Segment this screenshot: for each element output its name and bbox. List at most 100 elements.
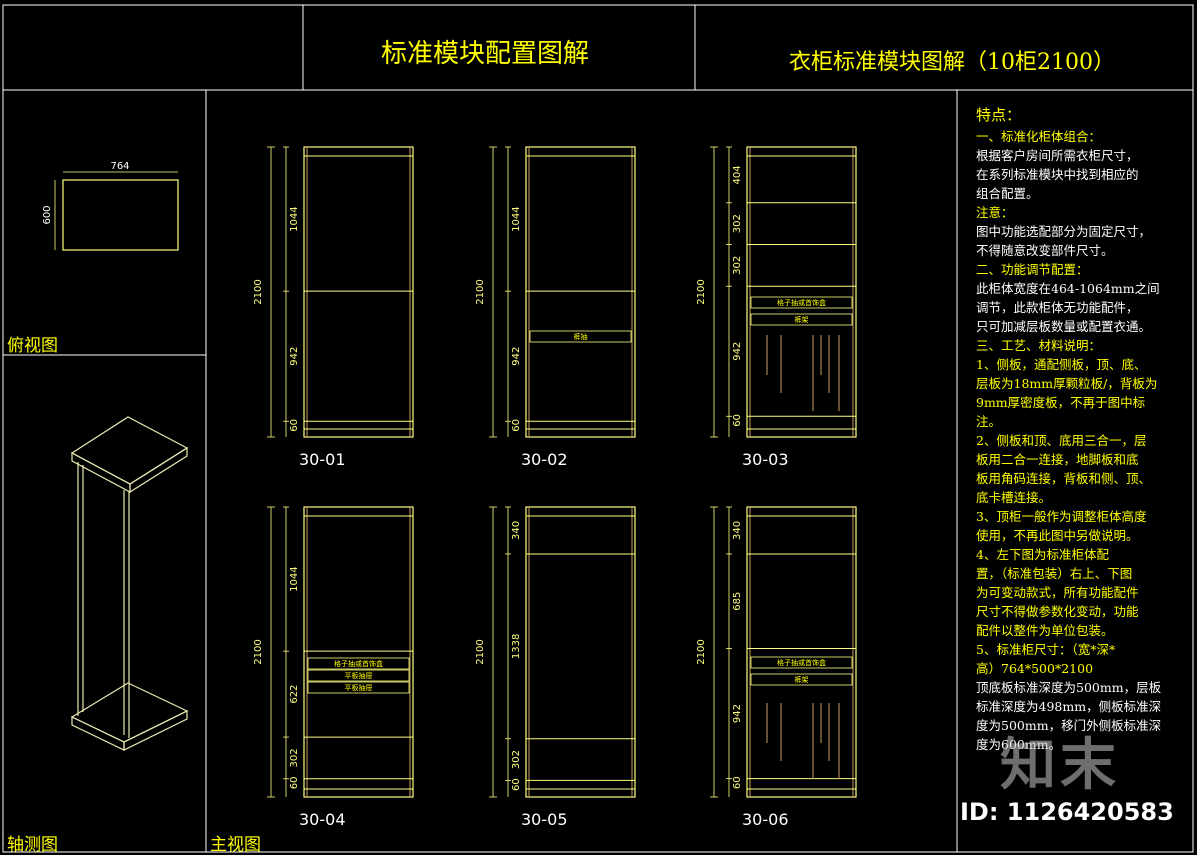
cabinet-30-04-accessory: [307, 681, 410, 694]
cabinet-30-06-accessory-label: 裤架: [795, 675, 809, 684]
note-line: 二、功能调节配置：: [976, 262, 1089, 277]
note-line: 注意：: [976, 205, 1014, 220]
cabinet-30-01-dim-total: 2100: [253, 279, 264, 304]
axonometric-cabinet: [70, 416, 189, 751]
cabinet-30-02-dim-seg: 60: [511, 419, 522, 432]
cabinet-30-06-accessory-label: 格子抽或首饰盒: [777, 658, 826, 667]
cabinet-30-03-accessory-label: 格子抽或首饰盒: [777, 298, 826, 307]
cabinet-30-05-code: 30-05: [521, 810, 568, 829]
note-line: 三、工艺、材料说明：: [976, 338, 1102, 353]
note-line: 图中功能选配部分为固定尺寸，: [976, 224, 1152, 239]
note-line: 根据客户房间所需衣柜尺寸，: [976, 148, 1139, 163]
note-line: 9mm厚密度板，不再于图中标: [976, 395, 1146, 410]
cabinet-30-05-dim-total: 2100: [475, 639, 486, 664]
cabinet-30-04-accessory-label: 格子抽或首饰盒: [334, 659, 383, 668]
cabinet-30-01-dim-seg: 1044: [289, 206, 300, 231]
cabinet-30-04-dim-seg: 302: [289, 748, 300, 767]
cabinet-30-06-accessory: [750, 656, 853, 669]
cabinet-30-06-dim-seg: 685: [732, 592, 743, 611]
cabinet-30-04-accessory-label: 平板抽屉: [345, 671, 373, 680]
cabinet-30-06-dim-seg: 340: [732, 521, 743, 540]
note-line: 调节，此款柜体无功能配件，: [976, 300, 1139, 315]
note-line: 配件以整件为单位包装。: [976, 623, 1114, 638]
cabinet-30-04-dim-seg: 622: [289, 685, 300, 704]
cabinet-30-04-accessory: [307, 669, 410, 682]
cabinet-30-05-dim-seg: 340: [511, 521, 522, 540]
note-line: 使用，不再此图中另做说明。: [976, 528, 1139, 543]
note-line: 层板为18mm厚颗粒板/，背板为: [976, 376, 1158, 391]
cabinet-30-01-dim-seg: 942: [289, 347, 300, 366]
note-line: 顶底板标准深度为500mm，层板: [976, 680, 1162, 695]
cabinet-30-02-dim-total: 2100: [475, 279, 486, 304]
note-line: 不得随意改变部件尺寸。: [976, 243, 1114, 258]
top-view-depth-dim: 600: [42, 205, 53, 224]
cabinet-30-03-outline: [746, 146, 857, 438]
cabinet-30-02-accessory: [529, 330, 632, 343]
cabinet-30-04-accessory-label: 平板抽屉: [345, 683, 373, 692]
note-line: 为可变动款式，所有功能配件: [976, 585, 1139, 600]
cabinet-30-03-dim-total: 2100: [696, 279, 707, 304]
cabinet-30-05-outline: [525, 506, 636, 798]
drawing-title: 标准模块配置图解: [381, 39, 590, 69]
note-line: 4、左下图为标准柜体配: [976, 547, 1109, 562]
notes-panel: 特点： 一、标准化柜体组合： 根据客户房间所需衣柜尺寸， 在系列标准模块中找到相应的组…: [976, 106, 1188, 754]
note-line: 标准深度为498mm，侧板标准深: [976, 699, 1162, 714]
note-line: 5、标准柜尺寸：（宽*深*: [976, 642, 1116, 657]
note-line: 度为500mm，移门外侧板标准深: [976, 718, 1162, 733]
front-view-cabinets: 2100 1044 942 60 30-01 2100 1044 942 60 裤抽 30-02 21…: [253, 146, 857, 829]
cabinet-30-03-dim-seg: 302: [732, 256, 743, 275]
note-line: 注。: [976, 414, 1002, 429]
note-line: 底卡槽连接。: [976, 490, 1052, 505]
top-view-width-dim: 764: [110, 161, 129, 172]
note-line: 特点：: [976, 106, 1022, 124]
cabinet-30-06-dim-seg: 942: [732, 704, 743, 723]
cabinet-30-01-outline: [303, 146, 414, 438]
cabinet-30-05-dim-seg: 1338: [511, 634, 522, 659]
cabinet-30-01-dim-seg: 60: [289, 419, 300, 432]
cabinet-30-05-dim-seg: 60: [511, 778, 522, 791]
cabinet-30-06-code: 30-06: [742, 810, 789, 829]
note-line: 板用二合一连接，地脚板和底: [976, 452, 1139, 467]
cabinet-30-03-dim-seg: 302: [732, 214, 743, 233]
cabinet-30-06-dim-total: 2100: [696, 639, 707, 664]
note-line: 2、侧板和顶、底用三合一，层: [976, 433, 1147, 448]
cabinet-30-04-code: 30-04: [299, 810, 346, 829]
cabinet-30-03-code: 30-03: [742, 450, 789, 469]
cabinet-30-06-dim-seg: 60: [732, 776, 743, 789]
note-line: 此柜体宽度在464-1064mm之间: [976, 281, 1160, 296]
cabinet-30-02-dim-seg: 1044: [511, 206, 522, 231]
watermark-id: ID: 1126420583: [960, 798, 1174, 826]
axonometric-label: 轴测图: [7, 835, 58, 855]
cabinet-30-04-outline: [303, 506, 414, 798]
note-line: 度为600mm。: [976, 737, 1062, 752]
note-line: 置，（标准包装）右上、下图: [976, 566, 1133, 581]
cabinet-30-02-outline: [525, 146, 636, 438]
note-line: 只可加减层板数量或配置衣通。: [976, 319, 1152, 334]
note-line: 高）764*500*2100: [976, 661, 1094, 676]
watermark-logo: 知末: [1000, 733, 1120, 798]
cabinet-30-04-dim-seg: 1044: [289, 566, 300, 591]
cabinet-30-05-dim-seg: 302: [511, 750, 522, 769]
note-line: 组合配置。: [976, 186, 1039, 201]
cabinet-30-06-outline: [746, 506, 857, 798]
note-line: 3、顶柜一般作为调整柜体高度: [976, 509, 1147, 524]
cabinet-30-03-dim-seg: 942: [732, 342, 743, 361]
cabinet-30-02-accessory-label: 裤抽: [574, 332, 588, 341]
note-line: 板用角码连接，背板和侧、顶、: [976, 471, 1152, 486]
cabinet-30-03-accessory: [750, 296, 853, 309]
front-view-label: 主视图: [210, 835, 261, 855]
cabinet-30-03-accessory-label: 裤架: [795, 315, 809, 324]
top-view-label: 俯视图: [7, 336, 58, 356]
cabinet-30-06-accessory: [750, 673, 853, 686]
cabinet-30-04-dim-total: 2100: [253, 639, 264, 664]
note-line: 尺寸不得做参数化变动，功能: [976, 604, 1139, 619]
note-line: 1、侧板，通配侧板，顶、底、: [976, 357, 1147, 372]
cabinet-30-03-dim-seg: 404: [732, 165, 743, 184]
cabinet-30-01-code: 30-01: [299, 450, 346, 469]
note-line: 在系列标准模块中找到相应的: [976, 167, 1139, 182]
series-title: 衣柜标准模块图解（10柜2100）: [789, 50, 1115, 75]
cabinet-30-04-dim-seg: 60: [289, 777, 300, 790]
note-line: 一、标准化柜体组合：: [976, 129, 1102, 144]
cabinet-30-02-code: 30-02: [521, 450, 568, 469]
